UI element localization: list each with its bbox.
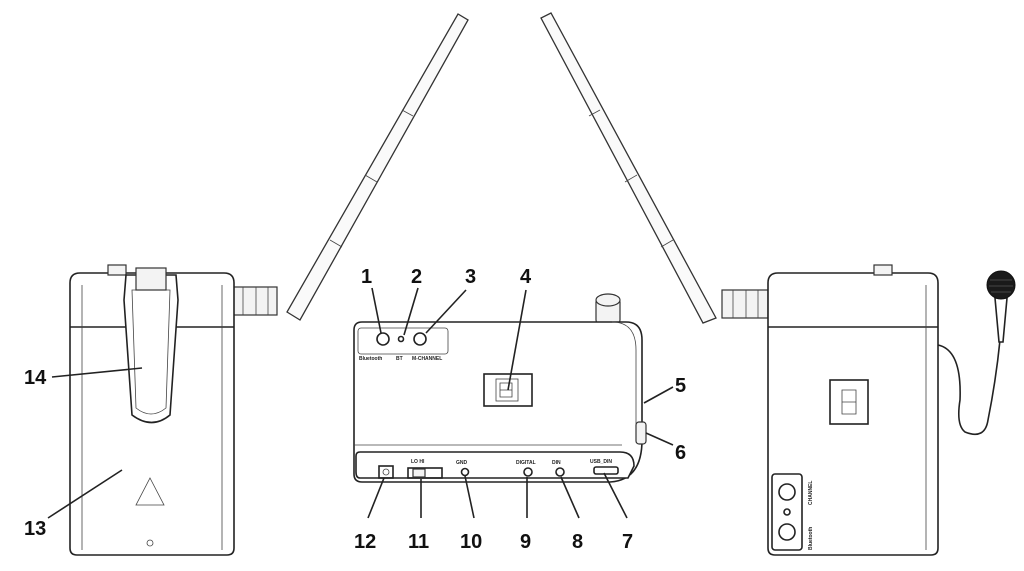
right-antenna xyxy=(540,12,769,324)
button-3 xyxy=(413,332,427,346)
switch-label: LO HI xyxy=(411,459,425,465)
usb-label: USB_DIN xyxy=(590,459,612,465)
usb-slot xyxy=(593,466,619,475)
led-indicator xyxy=(397,335,405,343)
callout-6: 6 xyxy=(675,442,686,464)
microphone xyxy=(937,270,1016,436)
callout-10: 10 xyxy=(460,531,482,553)
seven-segment-display xyxy=(483,373,533,407)
callout-11: 11 xyxy=(408,531,429,553)
callout-9: 9 xyxy=(520,531,531,553)
side-display xyxy=(829,379,869,425)
center-device-top-view: Bluetooth BT M-CHANNEL LO HI GND DIGITAL… xyxy=(353,293,647,483)
din-label: DIN xyxy=(552,460,561,466)
callout-7: 7 xyxy=(622,531,633,553)
callout-3: 3 xyxy=(465,266,476,288)
side-label-bluetooth: Bluetooth xyxy=(808,527,814,550)
switch-lo-hi xyxy=(407,467,443,479)
leader-lines xyxy=(47,287,674,519)
digital-port xyxy=(523,467,533,477)
power-port xyxy=(378,465,394,479)
callout-1: 1 xyxy=(361,266,372,288)
panel-label-channel: M-CHANNEL xyxy=(412,356,442,362)
callout-2: 2 xyxy=(411,266,422,288)
right-device-side-view: Bluetooth CHANNEL xyxy=(540,12,1016,556)
callout-8: 8 xyxy=(572,531,583,553)
belt-clip xyxy=(123,267,179,424)
side-label-channel: CHANNEL xyxy=(808,481,814,505)
left-device-back-view xyxy=(69,13,469,556)
side-control-panel xyxy=(771,473,803,551)
callout-14: 14 xyxy=(24,367,47,389)
side-knob xyxy=(635,421,647,445)
callout-numbers: 1 2 3 4 5 6 7 8 9 10 11 12 13 14 xyxy=(24,266,686,553)
left-antenna xyxy=(232,13,469,321)
panel-label-bt: BT xyxy=(396,356,403,362)
callout-13: 13 xyxy=(24,518,46,540)
gnd-jack xyxy=(460,467,470,477)
digital-label: DIGITAL xyxy=(516,460,536,466)
callout-12: 12 xyxy=(354,531,376,553)
din-port xyxy=(555,467,565,477)
callout-4: 4 xyxy=(520,266,532,288)
bluetooth-label: Bluetooth xyxy=(359,356,382,362)
callout-5: 5 xyxy=(675,375,686,397)
button-1 xyxy=(376,332,390,346)
gnd-label: GND xyxy=(456,460,468,466)
